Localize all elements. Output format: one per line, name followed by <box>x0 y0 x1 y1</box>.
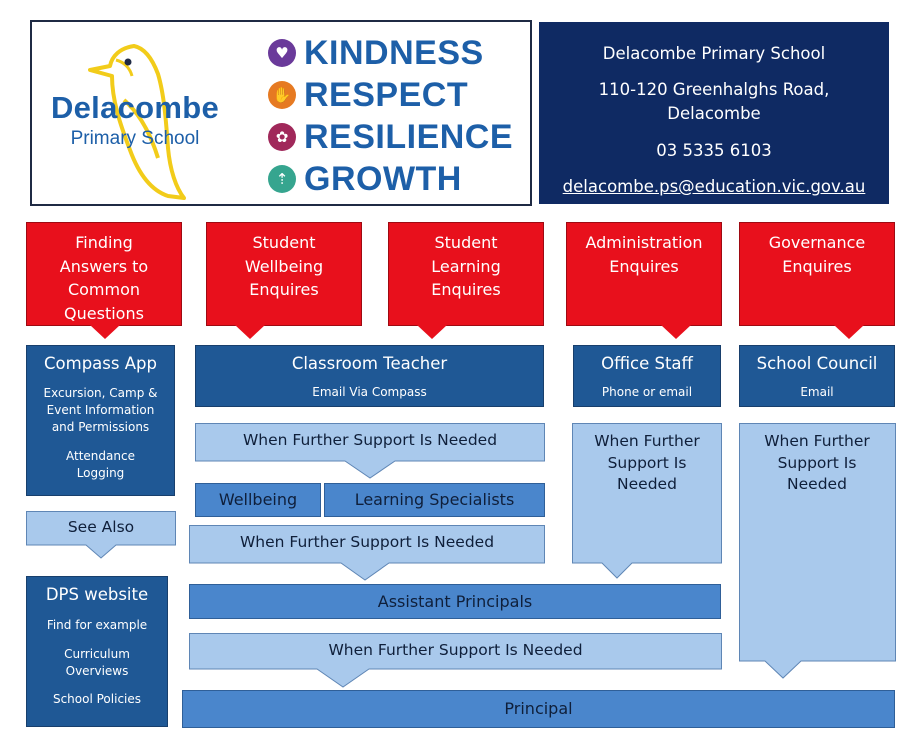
compass-title: Compass App <box>44 354 157 373</box>
see-also-label: See Also <box>67 518 135 536</box>
office-further-support-arrow <box>572 423 722 579</box>
classroom-title: Classroom Teacher <box>291 354 448 373</box>
council-sub: Email <box>800 385 834 399</box>
value-label: KINDNESS <box>304 34 484 72</box>
category-label: Governance Enquires <box>768 233 866 276</box>
value-label: RESPECT <box>304 76 469 114</box>
category-learning: Student Learning Enquires <box>388 222 544 339</box>
office-title: Office Staff <box>601 354 693 373</box>
contact-school-name: Delacombe Primary School <box>602 44 826 63</box>
office-further-support-label: When Further Support Is Needed <box>594 432 700 493</box>
contact-email-link[interactable]: delacombe.ps@education.vic.gov.au <box>562 177 866 196</box>
growth-arrows-icon: ⇡ <box>268 165 296 193</box>
assistant-principals-box: Assistant Principals <box>189 584 721 619</box>
category-arrow <box>834 325 864 339</box>
principal-box: Principal <box>182 690 895 728</box>
category-arrow <box>417 325 447 339</box>
council-title: School Council <box>756 354 878 373</box>
category-label: Finding Answers to Common Questions <box>59 233 149 323</box>
value-respect: ✋ RESPECT <box>268 74 530 116</box>
value-growth: ⇡ GROWTH <box>268 158 530 200</box>
category-common-questions: Finding Answers to Common Questions <box>26 222 182 339</box>
dps-item-curriculum: Curriculum Overviews <box>64 647 130 678</box>
council-further-support-arrow <box>739 423 896 679</box>
further-support-label-3: When Further Support Is Needed <box>328 641 583 659</box>
further-support-arrow-1 <box>195 423 545 479</box>
handshake-icon: ✋ <box>268 81 296 109</box>
category-label: Student Wellbeing Enquires <box>244 233 324 299</box>
contact-address-line1: 110-120 Greenhalghs Road, <box>598 80 830 99</box>
office-sub: Phone or email <box>601 385 693 399</box>
category-label: Student Learning Enquires <box>431 233 501 299</box>
further-support-arrow-3 <box>189 633 722 688</box>
school-name-main: Delacombe <box>50 90 220 125</box>
value-kindness: ♥ KINDNESS <box>268 32 530 74</box>
further-support-arrow-2 <box>189 525 545 581</box>
learning-specialists-box: Learning Specialists <box>324 483 545 517</box>
seedling-icon: ✿ <box>268 123 296 151</box>
classroom-teacher-box: Classroom Teacher Email Via Compass <box>195 345 544 407</box>
category-label: Administration Enquires <box>585 233 703 276</box>
further-support-label-2: When Further Support Is Needed <box>239 533 495 551</box>
category-arrow <box>90 325 120 339</box>
wellbeing-box: Wellbeing <box>195 483 321 517</box>
contact-panel: Delacombe Primary School 110-120 Greenha… <box>539 22 889 204</box>
compass-app-box: Compass App Excursion, Camp & Event Info… <box>26 345 175 496</box>
category-administration: Administration Enquires <box>566 222 722 339</box>
school-council-box: School Council Email <box>739 345 895 407</box>
category-arrow <box>235 325 265 339</box>
dps-title: DPS website <box>45 585 149 604</box>
dps-item-policies: School Policies <box>52 692 142 706</box>
contact-phone: 03 5335 6103 <box>656 141 772 160</box>
school-values: ♥ KINDNESS ✋ RESPECT ✿ RESILIENCE ⇡ GROW… <box>268 32 530 200</box>
school-name-sub: Primary School <box>70 128 200 149</box>
value-label: GROWTH <box>304 160 462 198</box>
category-arrow <box>661 325 691 339</box>
category-governance: Governance Enquires <box>739 222 895 339</box>
see-also-box <box>26 511 176 559</box>
logo-panel: Delacombe Primary School ♥ KINDNESS ✋ RE… <box>30 20 532 206</box>
bird-logo-icon <box>88 44 186 200</box>
dps-item-example: Find for example <box>46 618 148 632</box>
category-wellbeing: Student Wellbeing Enquires <box>206 222 362 339</box>
dps-website-box[interactable]: DPS website Find for example Curriculum … <box>26 576 168 727</box>
compass-item-events: Excursion, Camp & Event Information and … <box>43 386 158 434</box>
office-staff-box: Office Staff Phone or email <box>573 345 721 407</box>
value-label: RESILIENCE <box>304 118 514 156</box>
classroom-sub: Email Via Compass <box>312 385 427 399</box>
school-name: Delacombe Primary School <box>40 90 230 150</box>
value-resilience: ✿ RESILIENCE <box>268 116 530 158</box>
council-further-support-label: When Further Support Is Needed <box>764 432 870 493</box>
further-support-label-1: When Further Support Is Needed <box>242 431 498 449</box>
contact-address-line2: Delacombe <box>667 104 761 123</box>
compass-item-attendance: Attendance Logging <box>66 449 135 480</box>
heart-hands-icon: ♥ <box>268 39 296 67</box>
